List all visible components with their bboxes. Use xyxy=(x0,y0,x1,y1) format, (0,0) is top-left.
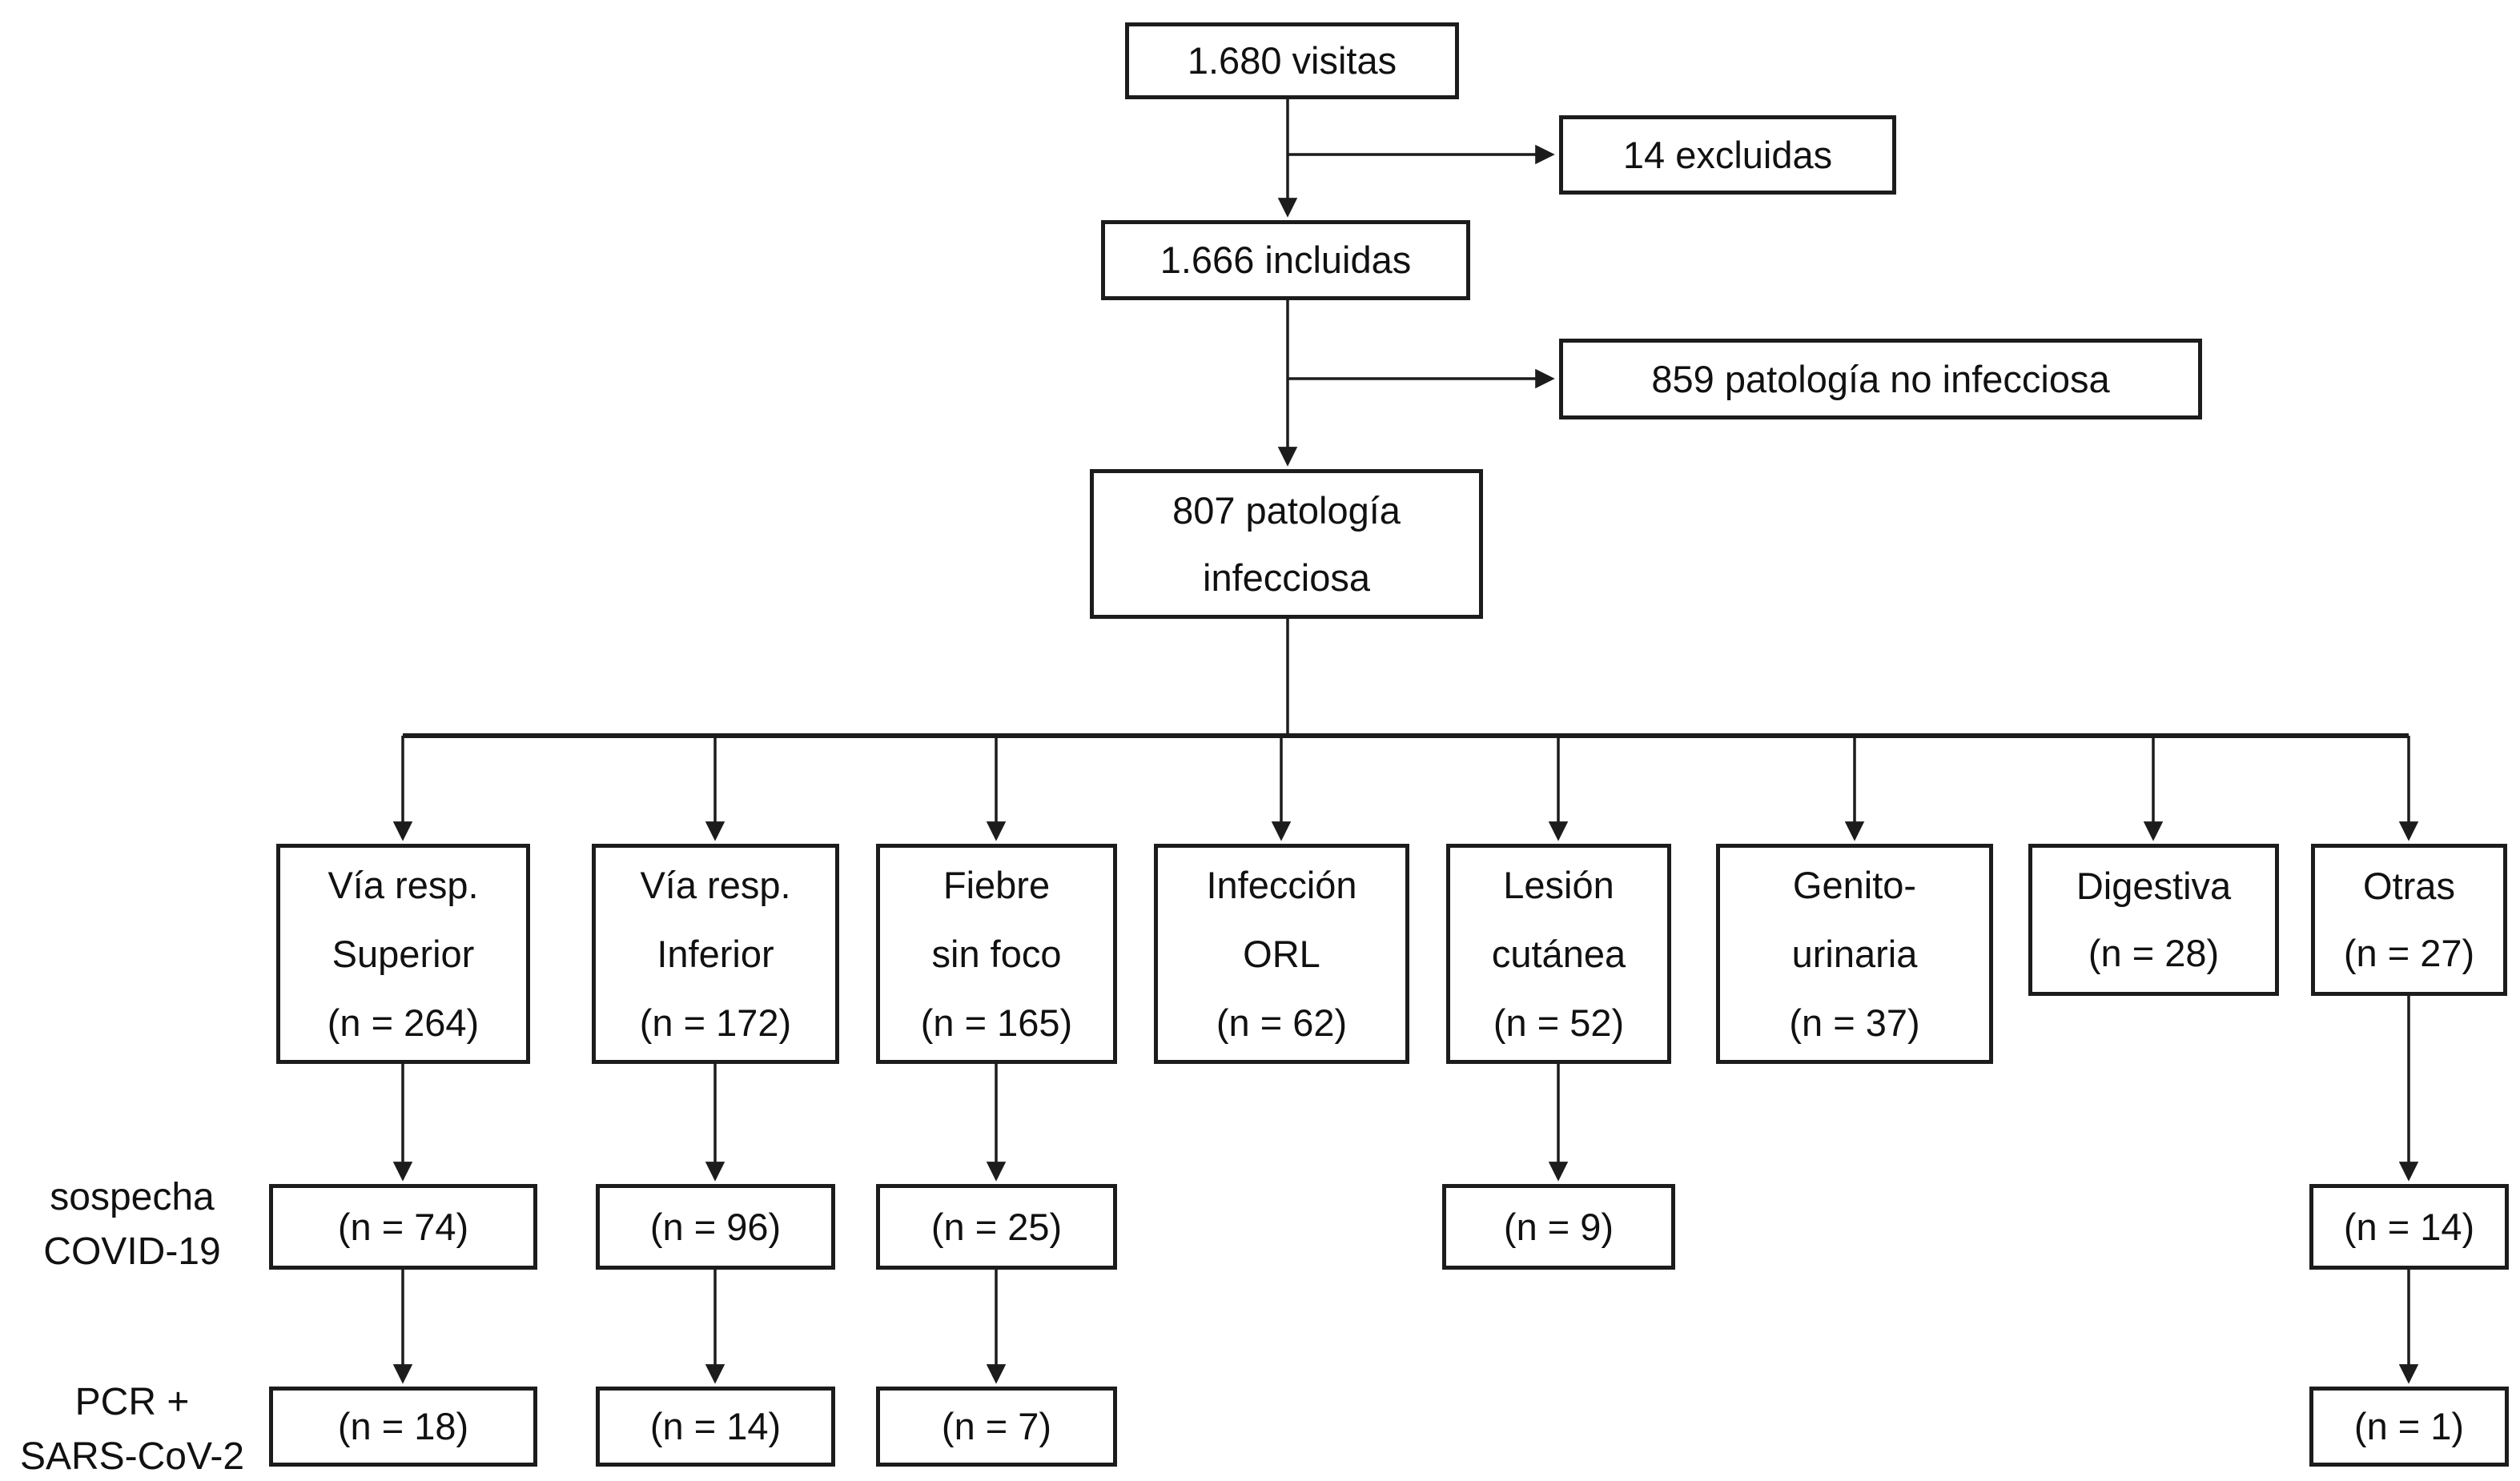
branch-box-via-resp-inferior: Vía resp. Inferior (n = 172) xyxy=(592,844,839,1064)
branch-line: (n = 52) xyxy=(1493,1001,1625,1044)
box-excluidas: 14 excluidas xyxy=(1559,115,1896,195)
box-incluidas: 1.666 incluidas xyxy=(1101,220,1470,300)
branch-line: (n = 165) xyxy=(920,1001,1073,1044)
branch-line: cutánea xyxy=(1491,932,1626,975)
branch-box-infeccion-orl: Infección ORL (n = 62) xyxy=(1154,844,1409,1064)
box-infecciosa: 807 patología infecciosa xyxy=(1090,469,1483,619)
branch-box-genito-urinaria: Genito- urinaria (n = 37) xyxy=(1716,844,1993,1064)
sospecha-box-via-resp-inferior: (n = 96) xyxy=(596,1184,835,1270)
branch-line: (n = 28) xyxy=(2088,932,2220,974)
row-label-pcr-line2: SARS-CoV-2 xyxy=(19,1435,245,1478)
box-no-infecciosa-text: 859 patología no infecciosa xyxy=(1651,357,2110,400)
pcr-value: (n = 1) xyxy=(2353,1405,2465,1447)
box-infecciosa-line2: infecciosa xyxy=(1203,556,1370,599)
branch-line: urinaria xyxy=(1791,932,1918,975)
pcr-box-via-resp-inferior: (n = 14) xyxy=(596,1387,835,1467)
box-visitas-text: 1.680 visitas xyxy=(1187,39,1397,82)
branch-box-via-resp-superior: Vía resp. Superior (n = 264) xyxy=(276,844,530,1064)
sospecha-box-lesion-cutanea: (n = 9) xyxy=(1442,1184,1675,1270)
branch-line: Lesión xyxy=(1503,863,1614,906)
pcr-value: (n = 7) xyxy=(941,1405,1052,1447)
row-label-sospecha-line1: sospecha xyxy=(50,1176,215,1218)
branch-box-otras: Otras (n = 27) xyxy=(2311,844,2507,996)
branch-line: ORL xyxy=(1243,932,1320,975)
branch-line: Vía resp. xyxy=(640,863,791,906)
box-excluidas-text: 14 excluidas xyxy=(1622,133,1833,176)
box-visitas: 1.680 visitas xyxy=(1125,22,1459,99)
branch-line: Otras xyxy=(2363,865,2455,907)
pcr-box-via-resp-superior: (n = 18) xyxy=(269,1387,537,1467)
row-label-pcr: PCR + SARS-CoV-2 xyxy=(0,1375,264,1481)
pcr-box-otras: (n = 1) xyxy=(2309,1387,2509,1467)
sospecha-value: (n = 14) xyxy=(2343,1205,2475,1248)
branch-line: Genito- xyxy=(1792,863,1917,906)
branch-line: Superior xyxy=(332,932,475,975)
branch-line: Inferior xyxy=(657,932,774,975)
sospecha-box-fiebre-sin-foco: (n = 25) xyxy=(876,1184,1117,1270)
row-label-sospecha-line2: COVID-19 xyxy=(43,1230,221,1273)
sospecha-value: (n = 25) xyxy=(930,1205,1063,1248)
branch-line: Digestiva xyxy=(2076,865,2232,907)
box-infecciosa-line1: 807 patología xyxy=(1172,488,1401,532)
branch-box-digestiva: Digestiva (n = 28) xyxy=(2028,844,2279,996)
row-label-sospecha: sospecha COVID-19 xyxy=(0,1170,264,1279)
branch-line: Fiebre xyxy=(942,863,1051,906)
sospecha-box-via-resp-superior: (n = 74) xyxy=(269,1184,537,1270)
row-label-pcr-line1: PCR + xyxy=(74,1381,190,1423)
sospecha-value: (n = 9) xyxy=(1503,1205,1614,1248)
branch-line: (n = 27) xyxy=(2343,932,2475,974)
box-no-infecciosa: 859 patología no infecciosa xyxy=(1559,339,2202,419)
branch-line: (n = 62) xyxy=(1216,1001,1348,1044)
sospecha-value: (n = 74) xyxy=(337,1205,469,1248)
branch-line: (n = 264) xyxy=(327,1001,480,1044)
sospecha-box-otras: (n = 14) xyxy=(2309,1184,2509,1270)
branch-box-fiebre-sin-foco: Fiebre sin foco (n = 165) xyxy=(876,844,1117,1064)
branch-line: Vía resp. xyxy=(328,863,479,906)
pcr-box-fiebre-sin-foco: (n = 7) xyxy=(876,1387,1117,1467)
branch-line: sin foco xyxy=(931,932,1062,975)
sospecha-value: (n = 96) xyxy=(649,1205,782,1248)
branch-line: Infección xyxy=(1206,863,1357,906)
branch-box-lesion-cutanea: Lesión cutánea (n = 52) xyxy=(1446,844,1671,1064)
branch-line: (n = 172) xyxy=(639,1001,792,1044)
pcr-value: (n = 14) xyxy=(649,1405,782,1447)
pcr-value: (n = 18) xyxy=(337,1405,469,1447)
box-incluidas-text: 1.666 incluidas xyxy=(1160,239,1412,281)
branch-line: (n = 37) xyxy=(1789,1001,1920,1044)
connector-group xyxy=(392,99,2419,1384)
